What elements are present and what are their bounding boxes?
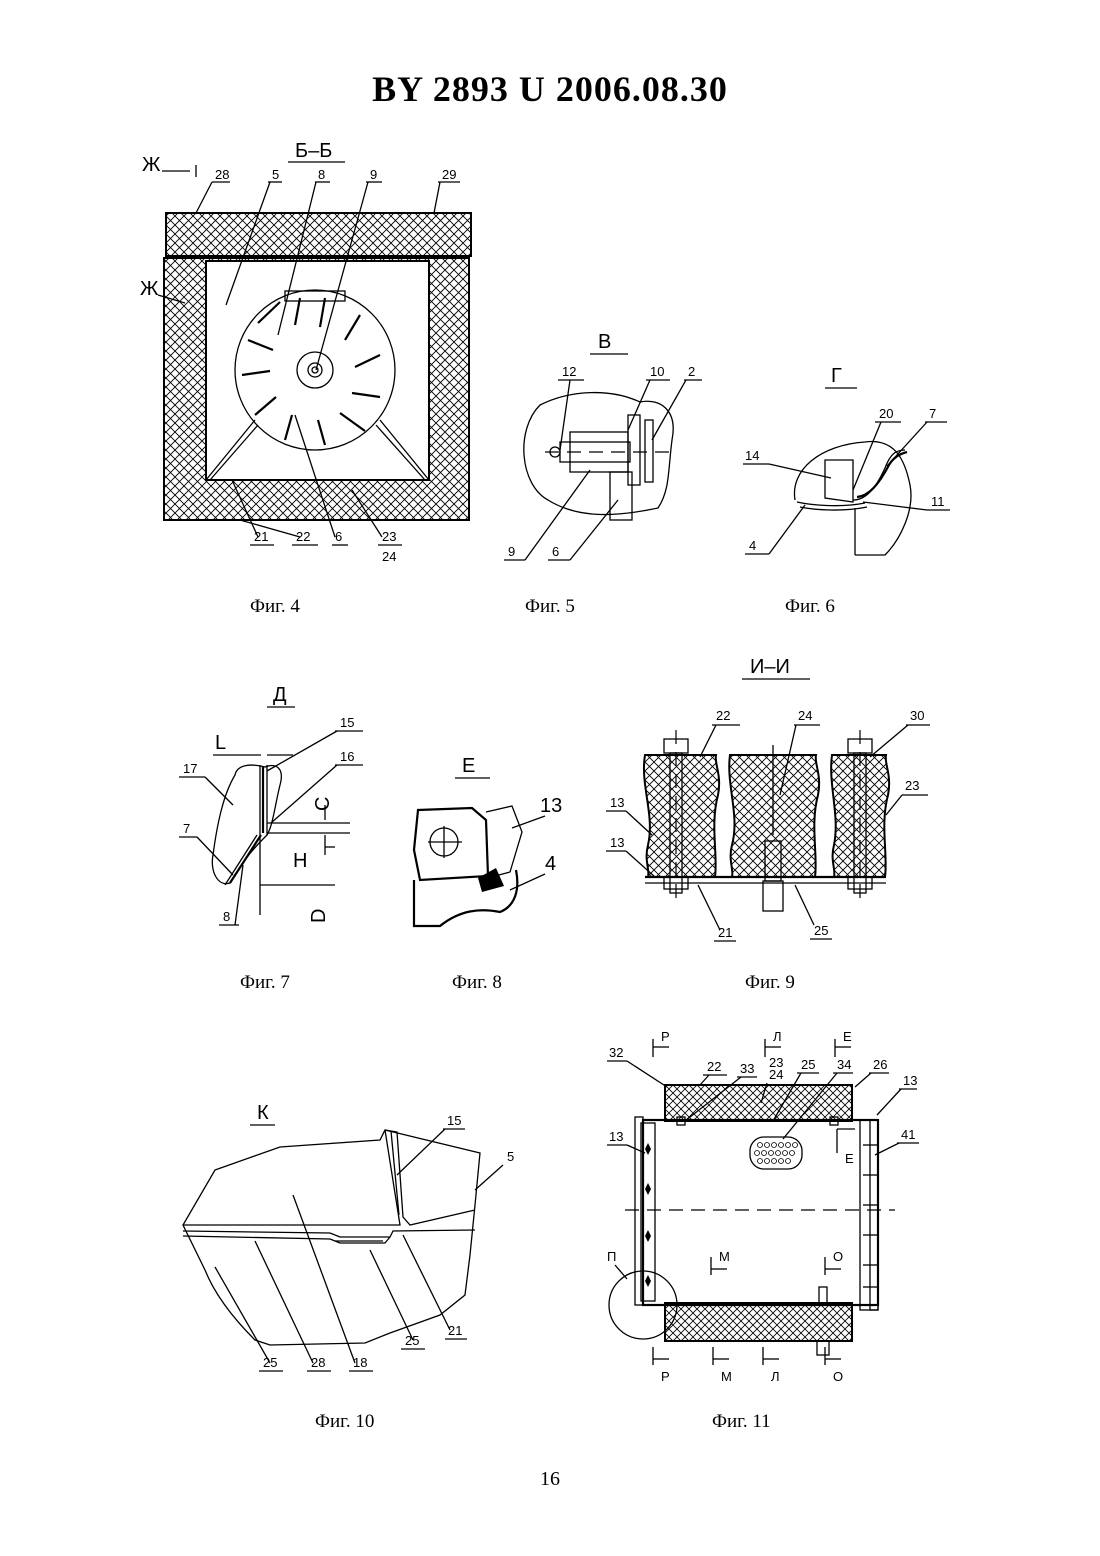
figure-5: В 12 10 2 9 6: [500, 320, 720, 580]
fig11-label-22: 22: [707, 1059, 721, 1074]
fig4-section-label: Б–Б: [295, 140, 332, 162]
fig8-label-13: 13: [540, 795, 562, 817]
fig10-label-15: 15: [447, 1113, 461, 1128]
fig9-label-22: 22: [716, 708, 730, 723]
fig5-label-10: 10: [650, 364, 664, 379]
fig9-label-25: 25: [814, 923, 828, 938]
document-header: BY 2893 U 2006.08.30: [0, 68, 1100, 110]
fig11-label-13-right: 13: [903, 1073, 917, 1088]
fig11-label-26: 26: [873, 1057, 887, 1072]
fig9-label-23: 23: [905, 778, 919, 793]
fig11-label-25: 25: [801, 1057, 815, 1072]
fig11-mark-L-bottom: Л: [771, 1369, 780, 1384]
figure-10: К 15 5 25 21 25 28 18: [175, 1095, 515, 1395]
figure-6: Г 20 7 14 11 4: [735, 350, 965, 580]
fig4-label-5: 5: [272, 167, 279, 182]
fig9-section-label: И–И: [750, 656, 790, 678]
fig4-mark-top: Ж: [142, 154, 161, 176]
fig6-label-20: 20: [879, 406, 893, 421]
fig7-label-H: H: [293, 850, 307, 872]
fig10-label-21: 21: [448, 1323, 462, 1338]
fig11-mark-E-top: Е: [843, 1029, 852, 1044]
fig6-label-4: 4: [749, 538, 756, 553]
figure-11: Р Л Е 32 22 33 23 24 25 34 26: [605, 1025, 935, 1395]
figure-7: Д C L 15 16 17 7 H D 8: [175, 675, 375, 945]
page-number: 16: [0, 1468, 1100, 1491]
fig7-label-D: D: [308, 909, 330, 923]
fig10-label-28: 28: [311, 1355, 325, 1370]
fig5-label-9: 9: [508, 544, 515, 559]
fig11-mark-P-top: Р: [661, 1029, 670, 1044]
caption-fig8: Фиг. 8: [452, 972, 502, 994]
figure-9: И–И 22 24 30 23 13 13 21 25: [600, 645, 950, 945]
fig11-mark-Pi: П: [607, 1249, 616, 1264]
fig4-label-24: 24: [382, 549, 396, 564]
fig11-mark-M-bottom: М: [721, 1369, 732, 1384]
fig11-mark-O-mid: О: [833, 1249, 843, 1264]
caption-fig11: Фиг. 11: [712, 1411, 771, 1433]
fig6-label-14: 14: [745, 448, 759, 463]
fig5-label-12: 12: [562, 364, 576, 379]
fig7-label-C: C: [312, 797, 334, 811]
fig5-section-label: В: [598, 331, 611, 353]
caption-fig7: Фиг. 7: [240, 972, 290, 994]
fig5-label-6: 6: [552, 544, 559, 559]
fig6-section-label: Г: [831, 365, 842, 387]
fig7-label-7: 7: [183, 821, 190, 836]
fig11-label-41: 41: [901, 1127, 915, 1142]
fig7-section-label: Д: [273, 684, 287, 706]
fig7-label-16: 16: [340, 749, 354, 764]
caption-fig10: Фиг. 10: [315, 1411, 374, 1433]
fig4-mark-side: Ж: [140, 278, 159, 300]
fig10-label-25b: 25: [263, 1355, 277, 1370]
fig4-label-21: 21: [254, 529, 268, 544]
fig11-mark-O-bottom: О: [833, 1369, 843, 1384]
fig5-label-2: 2: [688, 364, 695, 379]
fig9-label-13b: 13: [610, 835, 624, 850]
fig11-label-32: 32: [609, 1045, 623, 1060]
fig7-label-L: L: [215, 732, 226, 754]
caption-fig6: Фиг. 6: [785, 596, 835, 618]
caption-fig4: Фиг. 4: [250, 596, 300, 618]
fig4-label-8: 8: [318, 167, 325, 182]
fig6-label-7: 7: [929, 406, 936, 421]
fig9-label-21: 21: [718, 925, 732, 940]
fig9-label-13a: 13: [610, 795, 624, 810]
fig7-label-15: 15: [340, 715, 354, 730]
fig10-label-18: 18: [353, 1355, 367, 1370]
fig11-mark-P-bottom: Р: [661, 1369, 670, 1384]
fig9-label-30: 30: [910, 708, 924, 723]
fig6-label-11: 11: [931, 494, 945, 509]
fig8-section-label: Е: [462, 755, 475, 777]
fig10-label-5: 5: [507, 1149, 514, 1164]
caption-fig5: Фиг. 5: [525, 596, 575, 618]
fig4-label-6: 6: [335, 529, 342, 544]
fig10-section-label: К: [257, 1102, 269, 1124]
fig9-label-24: 24: [798, 708, 812, 723]
fig7-label-8: 8: [223, 909, 230, 924]
fig8-label-4: 4: [545, 853, 556, 875]
fig11-mark-E-side: Е: [845, 1151, 854, 1166]
fig4-label-28: 28: [215, 167, 229, 182]
fig4-label-22: 22: [296, 529, 310, 544]
fig11-label-24: 24: [769, 1067, 783, 1082]
fig11-label-13-left: 13: [609, 1129, 623, 1144]
fig11-label-33: 33: [740, 1061, 754, 1076]
figure-4: Б–Б Ж Ж 28 5 8 9 29 21 22: [130, 135, 490, 575]
fig11-mark-M-mid: М: [719, 1249, 730, 1264]
figure-8: Е 13 4: [400, 740, 580, 940]
fig7-label-17: 17: [183, 761, 197, 776]
caption-fig9: Фиг. 9: [745, 972, 795, 994]
fig4-label-23: 23: [382, 529, 396, 544]
fig11-mark-L-top: Л: [773, 1029, 782, 1044]
fig11-label-34: 34: [837, 1057, 851, 1072]
fig4-label-29: 29: [442, 167, 456, 182]
fig10-label-25a: 25: [405, 1333, 419, 1348]
fig4-label-9: 9: [370, 167, 377, 182]
